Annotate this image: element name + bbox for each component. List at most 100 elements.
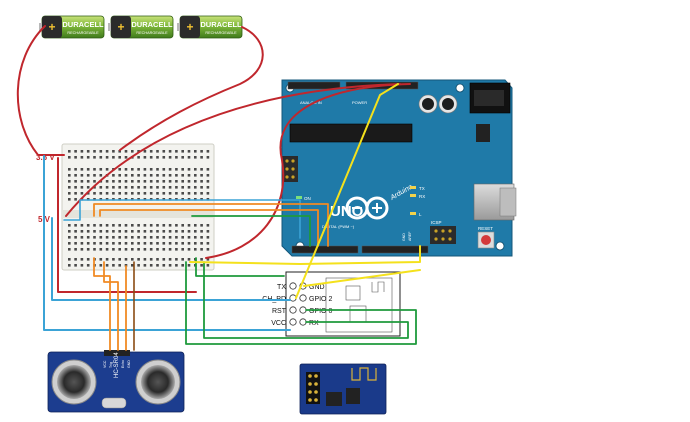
breadboard-hole: [143, 174, 147, 177]
breadboard-hole: [99, 242, 103, 245]
breadboard-hole: [86, 230, 90, 233]
breadboard-hole: [181, 150, 184, 153]
esp-pinout-box: [285, 271, 401, 337]
breadboard-hole: [74, 186, 77, 189]
arduino-digital-label: DIGITAL (PWM ~): [322, 224, 355, 229]
breadboard-hole: [80, 248, 84, 251]
breadboard-hole: [200, 192, 203, 195]
breadboard-hole: [162, 236, 166, 239]
breadboard-hole: [206, 248, 210, 251]
breadboard-hole: [162, 258, 166, 261]
breadboard-hole: [137, 236, 140, 239]
breadboard-hole: [162, 168, 166, 171]
breadboard-hole: [124, 150, 128, 153]
breadboard-hole: [175, 242, 178, 245]
breadboard-hole: [93, 236, 96, 239]
breadboard-hole: [175, 180, 178, 183]
breadboard-hole: [181, 264, 184, 267]
breadboard-hole: [99, 230, 103, 233]
esp-label-rx: RX: [309, 320, 319, 327]
breadboard-hole: [168, 192, 172, 195]
breadboard-hole: [74, 192, 77, 195]
breadboard-hole: [181, 156, 184, 159]
breadboard-hole: [105, 248, 109, 251]
battery-pack: + DURACELL RECHARGEABLE + DURACELL RECHA…: [39, 15, 243, 39]
breadboard-hole: [105, 156, 109, 159]
breadboard-hole: [194, 180, 197, 183]
capacitors: [418, 94, 458, 114]
wire-5v-red: [65, 83, 401, 217]
breadboard-hole: [86, 192, 90, 195]
breadboard-hole: [143, 230, 147, 233]
breadboard-hole: [137, 230, 140, 233]
breadboard-hole: [74, 248, 77, 251]
usb-connector: [473, 183, 517, 221]
breadboard-hole: [168, 236, 172, 239]
breadboard-hole: [162, 150, 166, 153]
breadboard-hole: [118, 186, 121, 189]
breadboard-hole: [68, 180, 71, 183]
on-led: [296, 196, 302, 199]
breadboard-hole: [131, 150, 134, 153]
wire-red-bottom: [205, 83, 411, 259]
sensor-pin-vcc: VCC: [103, 360, 107, 368]
breadboard-hole: [124, 248, 128, 251]
icsp-header: [282, 156, 298, 182]
breadboard-hole: [74, 242, 77, 245]
hc-sr04-sensor: [47, 350, 185, 413]
battery-sub: RECHARGEABLE: [136, 31, 168, 35]
breadboard-hole: [206, 150, 210, 153]
breadboard-hole: [118, 192, 121, 195]
breadboard-hole: [187, 156, 191, 159]
breadboard-hole: [80, 230, 84, 233]
wire-orange-1: [93, 203, 329, 247]
breadboard-hole: [137, 186, 140, 189]
breadboard-hole: [93, 174, 96, 177]
breadboard-hole: [118, 258, 121, 261]
breadboard-hole: [124, 168, 128, 171]
breadboard-hole: [68, 156, 71, 159]
reset-button[interactable]: [477, 231, 495, 249]
breadboard-hole: [162, 156, 166, 159]
breadboard-hole: [124, 180, 128, 183]
breadboard-hole: [194, 186, 197, 189]
breadboard-hole: [156, 186, 159, 189]
breadboard-hole: [187, 230, 191, 233]
breadboard-hole: [131, 192, 134, 195]
esp-pin: [289, 306, 297, 314]
breadboard-hole: [168, 186, 172, 189]
breadboard-hole: [200, 236, 203, 239]
breadboard-hole: [118, 242, 121, 245]
wire-green-4: [185, 261, 417, 345]
wire-blue-short: [63, 199, 301, 239]
wire-green-2: [195, 257, 285, 277]
breadboard-hole: [99, 258, 103, 261]
breadboard-hole: [175, 168, 178, 171]
breadboard-hole: [149, 258, 153, 261]
breadboard-hole: [80, 264, 84, 267]
breadboard-hole: [99, 236, 103, 239]
breadboard-hole: [124, 230, 128, 233]
breadboard-hole: [68, 174, 71, 177]
breadboard-hole: [206, 258, 210, 261]
breadboard-hole: [162, 192, 166, 195]
breadboard-hole: [112, 236, 115, 239]
breadboard-hole: [200, 150, 203, 153]
battery-brand: DURACELL: [200, 20, 242, 29]
breadboard-hole: [149, 264, 153, 267]
esp-pin: [289, 282, 297, 290]
breadboard-hole: [86, 242, 90, 245]
breadboard-hole: [194, 150, 197, 153]
breadboard-hole: [74, 198, 77, 201]
breadboard-hole: [143, 180, 147, 183]
breadboard-hole: [149, 168, 153, 171]
breadboard-hole: [181, 180, 184, 183]
breadboard-hole: [181, 236, 184, 239]
breadboard-hole: [131, 236, 134, 239]
breadboard-hole: [105, 168, 109, 171]
breadboard-hole: [124, 156, 128, 159]
breadboard-hole: [175, 156, 178, 159]
breadboard-hole: [149, 156, 153, 159]
breadboard-hole: [99, 186, 103, 189]
breadboard-hole: [118, 236, 121, 239]
